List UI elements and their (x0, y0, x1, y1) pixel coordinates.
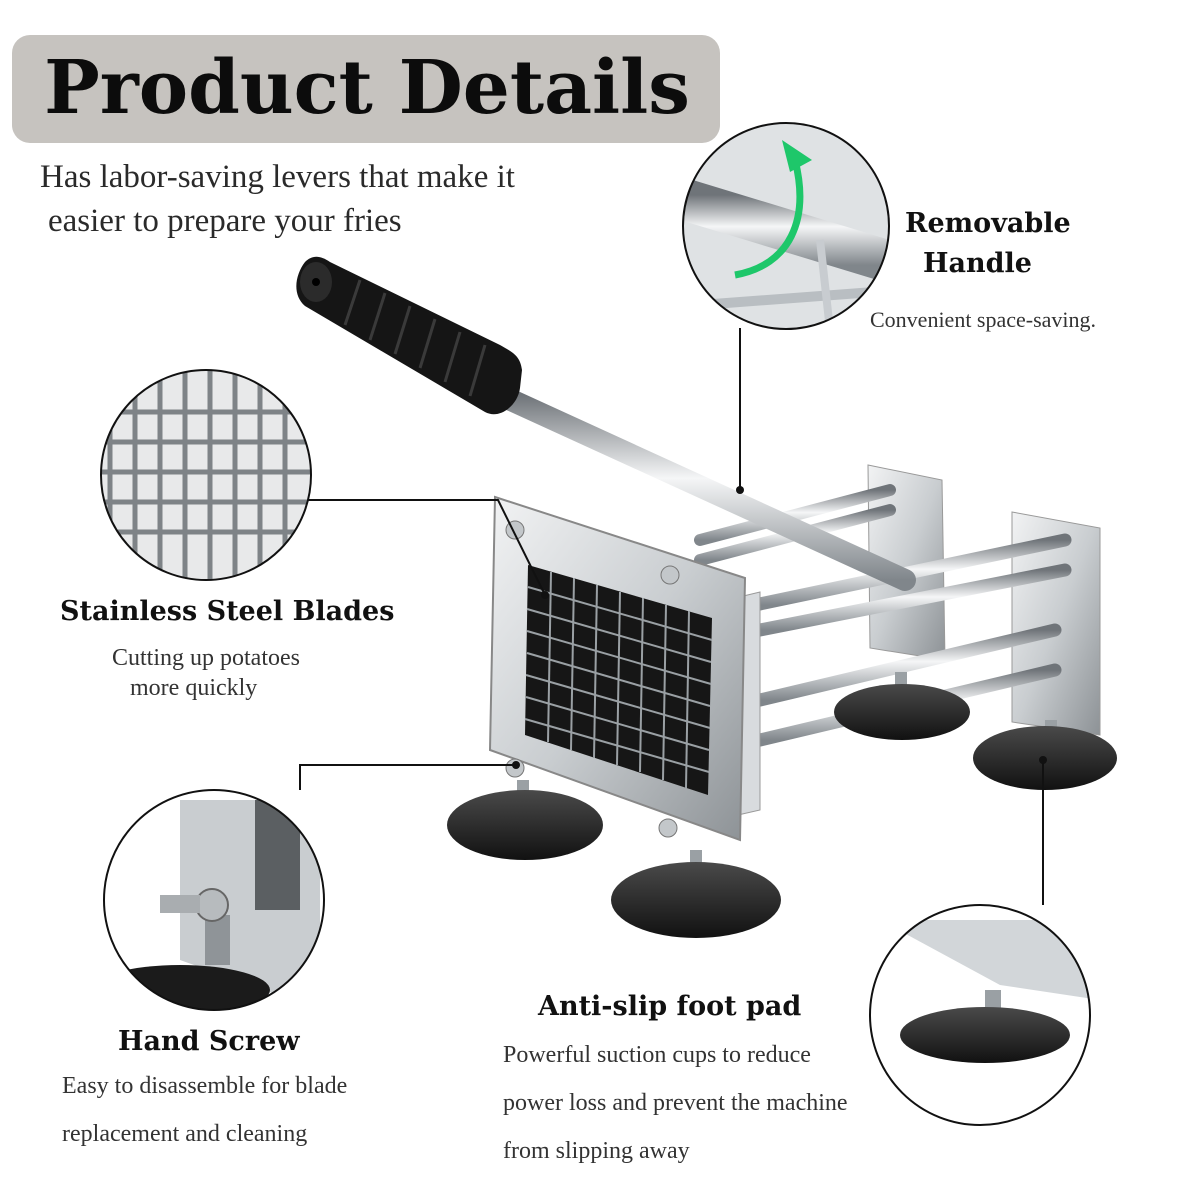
lever-rod (489, 384, 916, 591)
title-banner (12, 35, 720, 143)
screw-description-line-2: replacement and cleaning (62, 1121, 308, 1147)
suction-feet (447, 672, 1117, 938)
blade-grid (524, 571, 713, 789)
blades-detail-circle (100, 369, 312, 581)
lever-grip (296, 256, 522, 415)
handle-heading-line-2: Handle (923, 248, 1032, 279)
callout-lines (299, 328, 1044, 905)
handle-heading: Removable Handle (905, 204, 1071, 284)
blades-heading: Stainless Steel Blades (60, 596, 395, 627)
screw-description: Easy to disassemble for blade replacemen… (62, 1062, 347, 1158)
handle-description: Convenient space-saving. (870, 307, 1097, 332)
screw-description-line-1: Easy to disassemble for blade (62, 1073, 348, 1099)
blades-description-line-1: Cutting up potatoes (112, 645, 300, 671)
foot-description: Powerful suction cups to reduce power lo… (503, 1031, 848, 1175)
screw-heading: Hand Screw (118, 1026, 300, 1057)
subtitle-line-2: easier to prepare your fries (48, 203, 402, 239)
subtitle-line-1: Has labor-saving levers that make it (40, 159, 515, 195)
handle-heading-line-1: Removable (905, 208, 1071, 239)
blades-description: Cutting up potatoes more quickly (112, 643, 300, 703)
foot-description-line-2: power loss and prevent the machine (503, 1090, 848, 1116)
foot-description-line-1: Powerful suction cups to reduce (503, 1042, 811, 1068)
screw-detail-circle (103, 789, 325, 1011)
foot-detail-circle (869, 904, 1091, 1126)
blades-description-line-2: more quickly (130, 675, 258, 701)
handle-detail-circle (682, 122, 890, 330)
page-title: Product Details (44, 45, 690, 131)
foot-description-line-3: from slipping away (503, 1138, 690, 1164)
subtitle: Has labor-saving levers that make it eas… (40, 155, 660, 243)
foot-heading: Anti-slip foot pad (538, 991, 802, 1022)
